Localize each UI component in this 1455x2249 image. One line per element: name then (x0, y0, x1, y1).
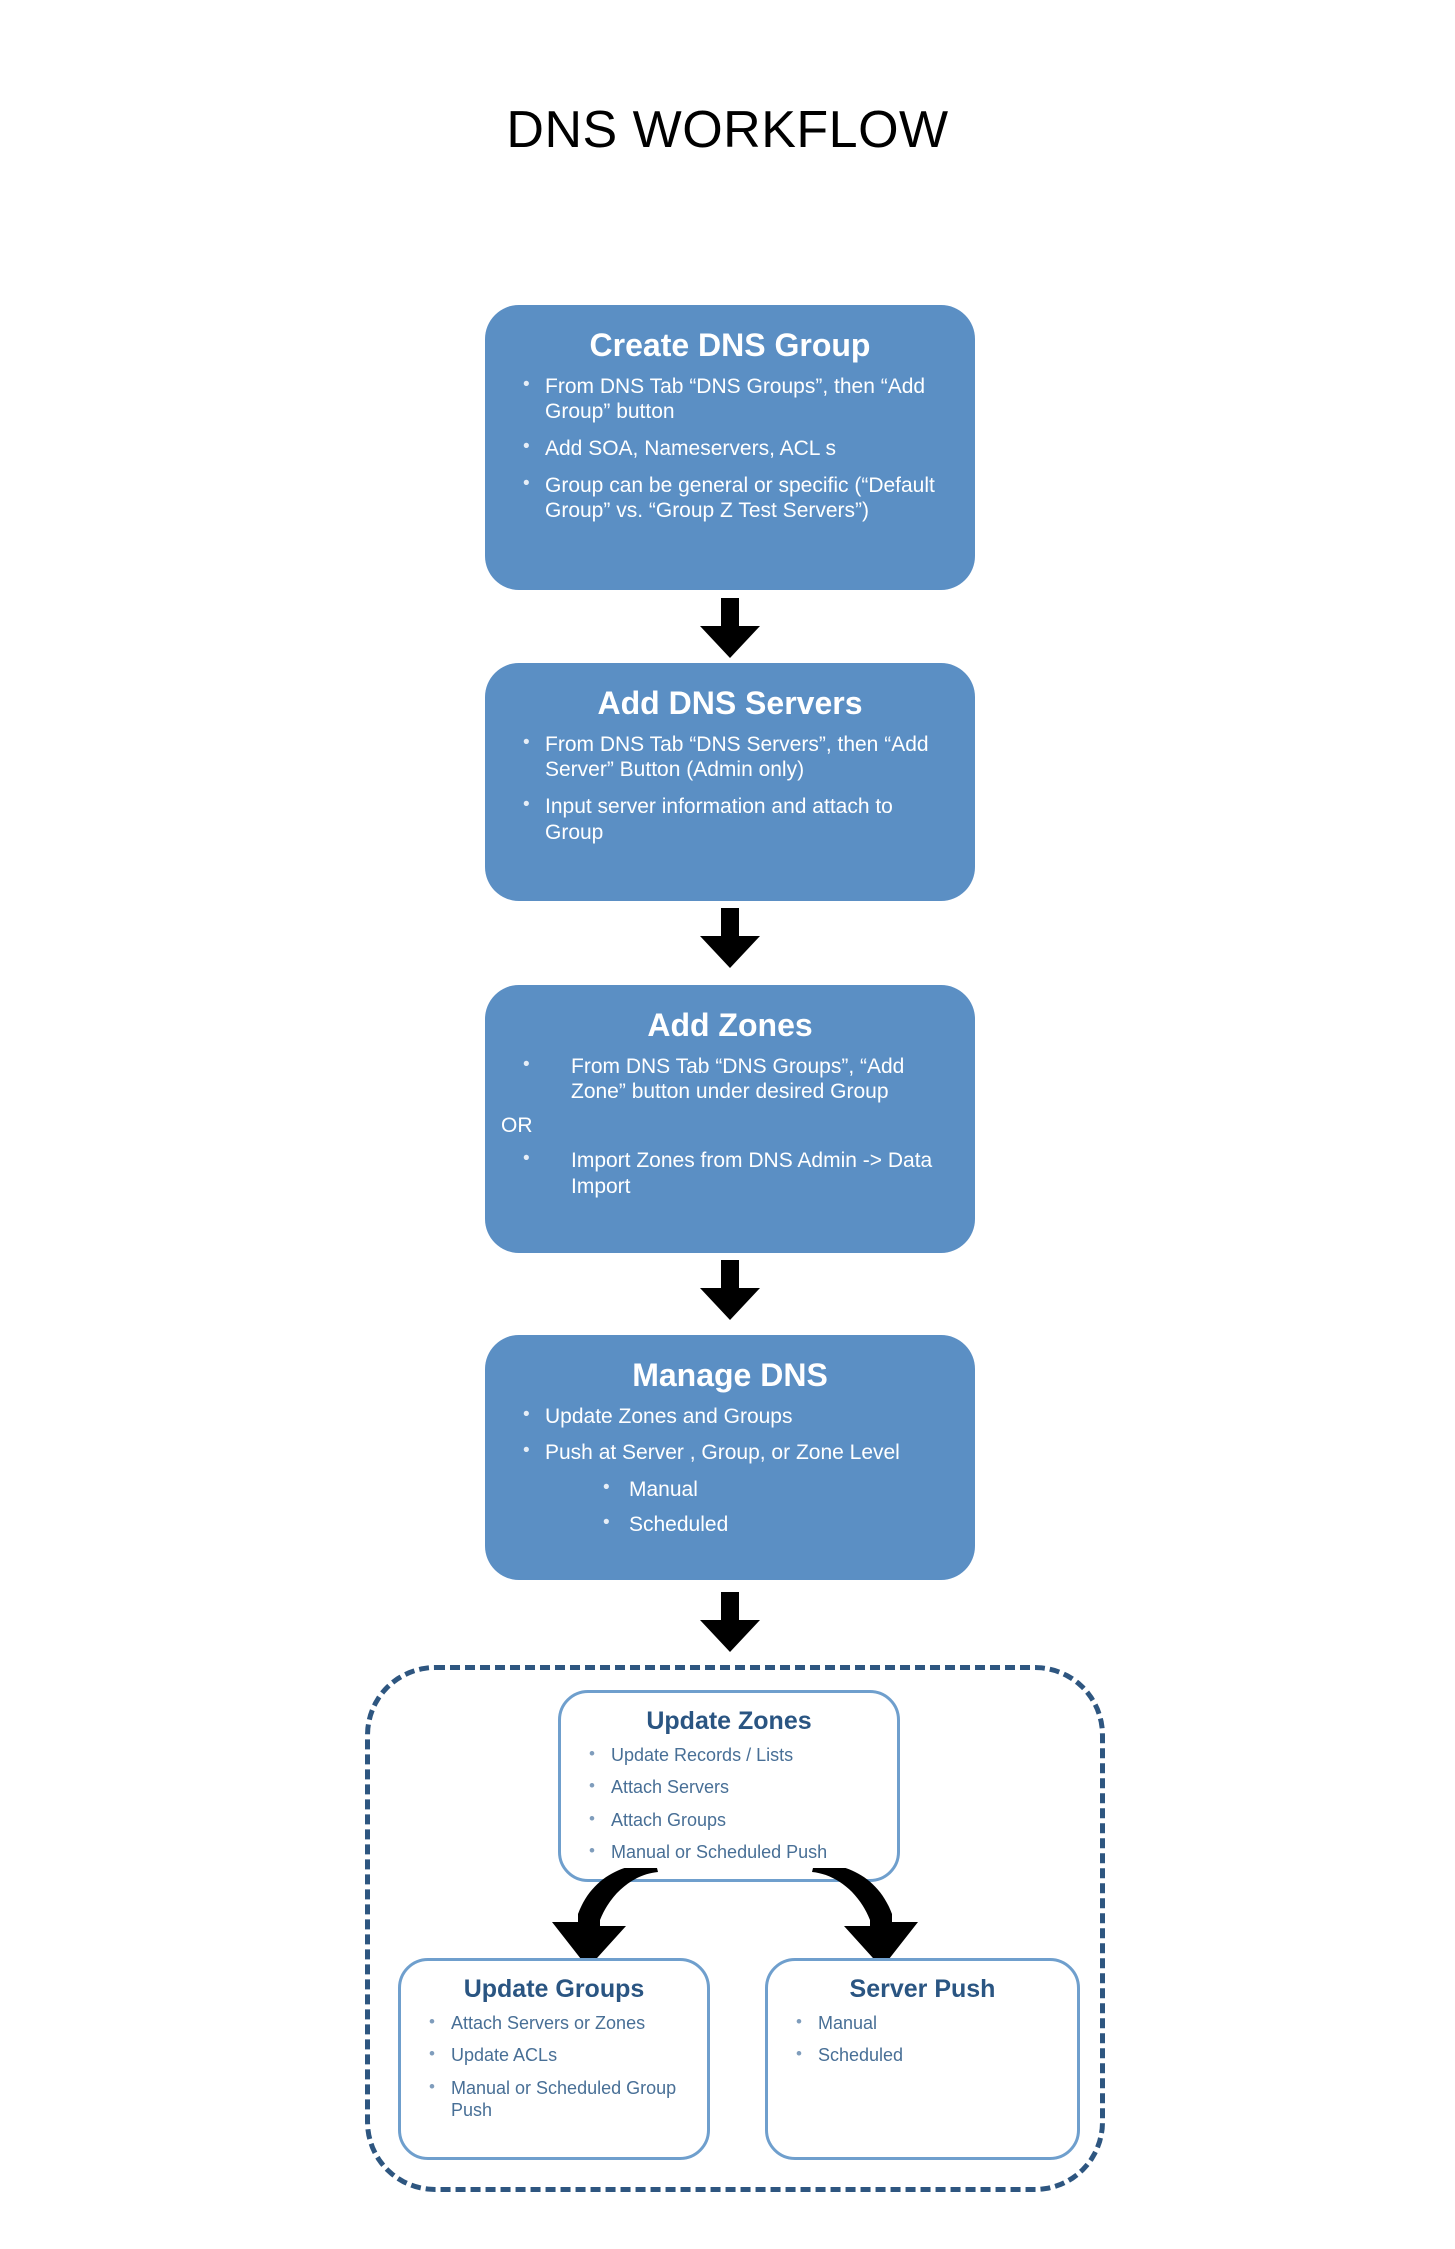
subbox-update-groups[interactable]: Update Groups Attach Servers or Zones Up… (398, 1958, 710, 2160)
bullet-item: From DNS Tab “DNS Groups”, “Add Zone” bu… (519, 1053, 957, 1105)
stage-title: Add Zones (647, 1007, 813, 1043)
stage-bullet-list: From DNS Tab “DNS Groups”, then “Add Gro… (485, 373, 975, 524)
bullet-item: Scheduled (790, 2043, 1067, 2066)
stage-create-dns-group[interactable]: Create DNS Group From DNS Tab “DNS Group… (485, 305, 975, 590)
subbox-title: Update Zones (646, 1707, 812, 1735)
arrow-down-icon (700, 908, 760, 968)
bullet-item: Update ACLs (423, 2043, 697, 2066)
stage-bullet-list: Update Zones and Groups Push at Server ,… (485, 1403, 975, 1538)
subbox-server-push[interactable]: Server Push Manual Scheduled (765, 1958, 1080, 2160)
stage-add-dns-servers[interactable]: Add DNS Servers From DNS Tab “DNS Server… (485, 663, 975, 901)
bullet-item: From DNS Tab “DNS Groups”, then “Add Gro… (519, 373, 957, 425)
page-title: DNS WORKFLOW (506, 101, 949, 159)
subbox-title: Server Push (849, 1975, 996, 2003)
stage-bullet-list-2: Import Zones from DNS Admin -> Data Impo… (485, 1147, 975, 1199)
bullet-item: Attach Groups (583, 1808, 887, 1831)
bullet-item: Manual or Scheduled Push (583, 1840, 887, 1863)
dashed-group-container (365, 1665, 1105, 2192)
bullet-item: Manual or Scheduled Group Push (423, 2076, 697, 2122)
bullet-item: Update Records / Lists (583, 1743, 887, 1766)
arrow-curve-right-icon (812, 1868, 918, 1968)
subbox-bullet-list: Manual Scheduled (768, 2011, 1077, 2067)
subbox-bullet-list: Attach Servers or Zones Update ACLs Manu… (401, 2011, 707, 2122)
bullet-item: Group can be general or specific (“Defau… (519, 472, 957, 524)
bullet-item: Push at Server , Group, or Zone Level (519, 1439, 957, 1466)
subbox-title: Update Groups (463, 1975, 645, 2003)
bullet-item: Import Zones from DNS Admin -> Data Impo… (519, 1147, 957, 1199)
arrow-down-icon (700, 1260, 760, 1320)
bullet-item: Update Zones and Groups (519, 1403, 957, 1430)
arrow-curve-left-icon (552, 1868, 658, 1968)
arrow-down-icon (700, 1592, 760, 1652)
bullet-item: Add SOA, Nameservers, ACL s (519, 435, 957, 462)
bullet-item: Attach Servers (583, 1775, 887, 1798)
subbox-bullet-list: Update Records / Lists Attach Servers At… (561, 1743, 897, 1863)
bullet-item: Attach Servers or Zones (423, 2011, 697, 2034)
stage-bullet-list: From DNS Tab “DNS Groups”, “Add Zone” bu… (485, 1053, 975, 1105)
stage-add-zones[interactable]: Add Zones From DNS Tab “DNS Groups”, “Ad… (485, 985, 975, 1253)
subbox-update-zones[interactable]: Update Zones Update Records / Lists Atta… (558, 1690, 900, 1882)
stage-title: Manage DNS (632, 1357, 828, 1393)
sub-bullet-item: Scheduled (519, 1511, 957, 1538)
sub-bullet-item: Manual (519, 1476, 957, 1503)
stage-manage-dns[interactable]: Manage DNS Update Zones and Groups Push … (485, 1335, 975, 1580)
bullet-item: Input server information and attach to G… (519, 793, 957, 845)
separator-or: OR (501, 1114, 533, 1138)
bullet-item: From DNS Tab “DNS Servers”, then “Add Se… (519, 731, 957, 783)
bullet-item: Manual (790, 2011, 1067, 2034)
stage-title: Create DNS Group (589, 327, 871, 363)
arrow-down-icon (700, 598, 760, 658)
stage-bullet-list: From DNS Tab “DNS Servers”, then “Add Se… (485, 731, 975, 845)
stage-title: Add DNS Servers (597, 685, 863, 721)
